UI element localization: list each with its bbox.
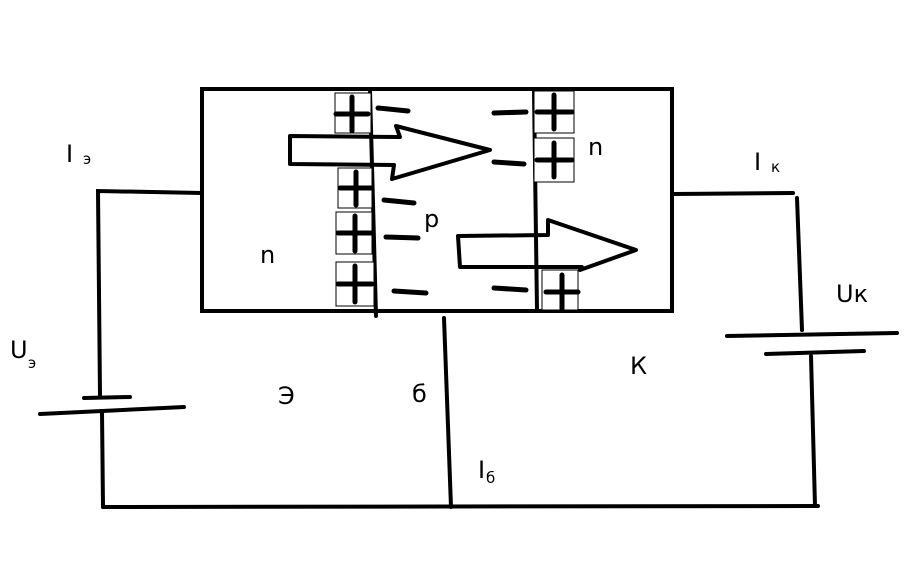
emitter-current-subscript: э — [83, 150, 91, 168]
emitter-terminal-label: Э — [278, 382, 295, 410]
base-wire — [442, 316, 453, 509]
collector-current-label: I — [754, 148, 761, 176]
minus-sign — [491, 159, 527, 167]
minus-sign — [491, 109, 529, 116]
plus-charges — [333, 92, 581, 312]
emitter-voltage-label: U — [10, 336, 28, 364]
emitter-battery-short-plate — [82, 395, 132, 400]
base-region-label: p — [424, 205, 439, 233]
collector-return-wire — [809, 354, 817, 508]
minus-sign — [391, 288, 429, 296]
bottom-wire — [101, 504, 820, 509]
collector-current-subscript: к — [771, 158, 780, 176]
minus-sign — [375, 105, 411, 114]
plus-sign — [335, 213, 375, 254]
collector-flow-arrow — [456, 218, 638, 272]
collector-voltage-label: Uк — [836, 280, 868, 308]
plus-sign — [335, 263, 375, 305]
plus-sign — [337, 169, 375, 208]
emitter-wire — [95, 188, 204, 398]
minus-sign — [491, 285, 529, 293]
collector-wire-vertical — [795, 196, 804, 332]
base-current-label: I — [478, 456, 485, 484]
collector-battery-long-plate — [725, 331, 899, 338]
emitter-battery-long-plate — [38, 405, 186, 416]
plus-sign — [534, 140, 575, 180]
minus-sign — [383, 234, 421, 241]
plus-sign — [543, 272, 581, 312]
emitter-voltage-subscript: э — [28, 354, 36, 372]
base-current-subscript: б — [486, 469, 495, 487]
minus-charges — [375, 105, 529, 296]
collector-battery-short-plate — [764, 349, 866, 356]
plus-sign — [534, 92, 575, 132]
collector-terminal-label: К — [630, 352, 647, 380]
plus-sign — [333, 94, 371, 134]
collector-region-label: n — [588, 133, 603, 161]
emitter-region-label: n — [260, 241, 275, 269]
emitter-return-wire — [100, 410, 105, 509]
base-terminal-label: б — [412, 380, 427, 408]
emitter-current-label: I — [66, 140, 73, 168]
collector-wire — [672, 191, 795, 196]
emitter-flow-arrow — [288, 124, 492, 181]
minus-sign — [381, 197, 417, 206]
transistor-body — [200, 87, 674, 313]
